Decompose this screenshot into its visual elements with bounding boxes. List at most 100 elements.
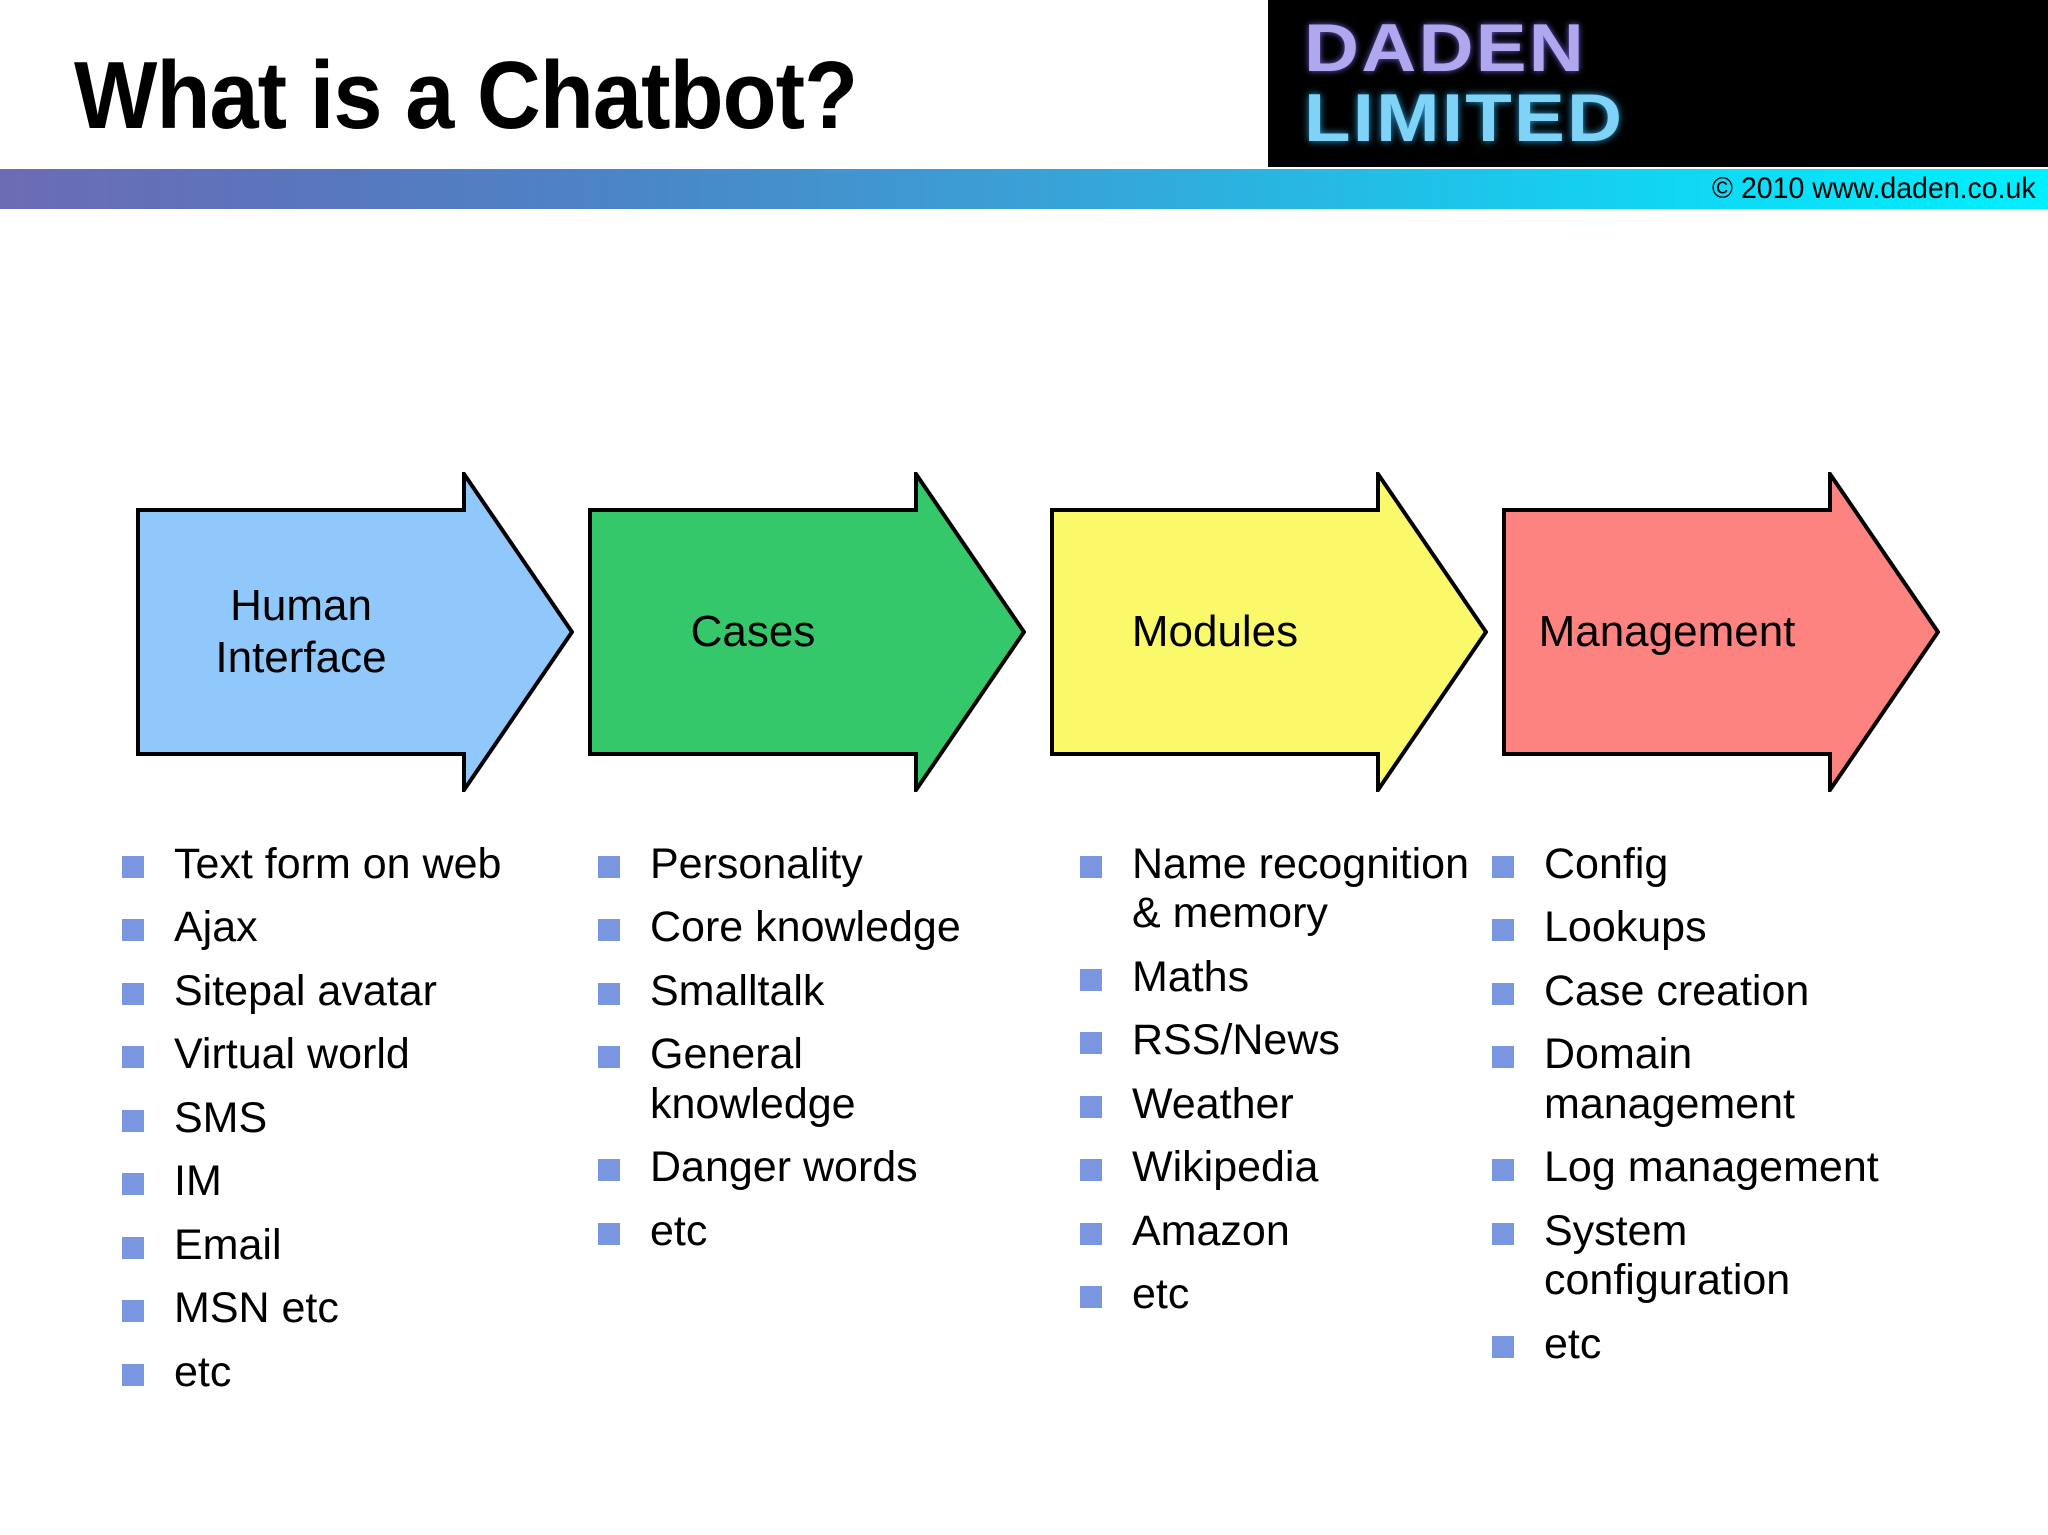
logo-text-daden: DADEN [1304, 10, 1587, 86]
list-item-label: SMS [174, 1093, 268, 1142]
list-item-label: Email [174, 1220, 282, 1269]
bullet-square-icon [1492, 1222, 1514, 1245]
list-item: General knowledge [598, 1030, 998, 1129]
bullet-square-icon [1080, 856, 1102, 878]
bullet-square-icon [598, 1159, 620, 1182]
list-item-label: Config [1544, 840, 1669, 888]
list-item-label: Domain management [1544, 1030, 1795, 1128]
list-item: Weather [1080, 1080, 1480, 1129]
bullet-square-icon [598, 982, 620, 1005]
bullet-square-icon [122, 1236, 144, 1259]
list-item-label: System configuration [1544, 1206, 1791, 1305]
list-item: Smalltalk [598, 967, 998, 1016]
bullet-square-icon [1080, 1222, 1102, 1245]
bullet-square-icon [598, 1222, 620, 1245]
bullet-square-icon [1492, 982, 1514, 1005]
bullet-square-icon [598, 919, 620, 942]
list-item-label: Personality [650, 840, 863, 888]
bullet-square-icon [1492, 919, 1514, 942]
list-item-label: Amazon [1132, 1206, 1290, 1255]
bullet-square-icon [1080, 1032, 1102, 1055]
list-item-label: Danger words [650, 1143, 918, 1192]
page-title: What is a Chatbot? [74, 42, 858, 149]
bullet-square-icon [122, 1046, 144, 1069]
list-item: etc [1080, 1270, 1480, 1319]
list-item: Ajax [122, 903, 542, 952]
accent-gradient-bar [0, 169, 2048, 209]
company-logo: DADEN LIMITED [1268, 0, 2048, 167]
list-item-label: etc [174, 1347, 232, 1396]
list-item-label: Core knowledge [650, 903, 961, 952]
list-item: Case creation [1492, 967, 1932, 1016]
list-item: Text form on web [122, 840, 542, 889]
bullet-square-icon [1492, 856, 1514, 878]
list-item-label: Case creation [1544, 966, 1810, 1015]
list-item-label: General knowledge [650, 1030, 856, 1128]
list-item: Danger words [598, 1143, 998, 1192]
bullet-square-icon [1080, 1095, 1102, 1118]
list-item-label: Wikipedia [1132, 1143, 1319, 1192]
list-item-label: Log management [1544, 1143, 1879, 1192]
list-item: Lookups [1492, 903, 1932, 952]
bullet-square-icon [122, 1300, 144, 1323]
process-arrow-cases: Cases [588, 472, 1026, 792]
bullet-square-icon [1492, 1046, 1514, 1069]
list-item: Maths [1080, 953, 1480, 1002]
bullet-square-icon [598, 856, 620, 878]
list-item: System configuration [1492, 1207, 1932, 1306]
list-item-label: etc [1132, 1270, 1190, 1319]
bullet-square-icon [122, 1173, 144, 1196]
list-item-label: Weather [1132, 1079, 1294, 1128]
list-item-label: Text form on web [174, 840, 502, 888]
list-item: MSN etc [122, 1284, 542, 1333]
list-item: Email [122, 1221, 542, 1270]
bullet-square-icon [1080, 1286, 1102, 1309]
list-item: Sitepal avatar [122, 967, 542, 1016]
process-arrow-management: Management [1502, 472, 1940, 792]
list-item-label: IM [174, 1157, 222, 1206]
bullet-square-icon [598, 1046, 620, 1069]
bullet-square-icon [122, 1109, 144, 1132]
list-item-label: Sitepal avatar [174, 966, 437, 1015]
bullet-square-icon [1492, 1159, 1514, 1182]
arrow-shape-icon [588, 472, 1026, 792]
list-item-label: Virtual world [174, 1030, 410, 1079]
list-item-label: MSN etc [174, 1284, 339, 1333]
list-item: Core knowledge [598, 903, 998, 952]
arrow-shape-icon [1502, 472, 1940, 792]
list-item-label: etc [1544, 1319, 1602, 1368]
process-arrow-row: Human Interface Cases Modules Management [0, 472, 2048, 792]
list-item-label: etc [650, 1206, 708, 1255]
list-item: Config [1492, 840, 1932, 889]
list-item: IM [122, 1157, 542, 1206]
list-item: etc [122, 1348, 542, 1397]
bullet-square-icon [122, 919, 144, 942]
bullet-square-icon [122, 982, 144, 1005]
list-item: etc [598, 1207, 998, 1256]
bullet-square-icon [122, 856, 144, 878]
copyright-notice: © 2010 www.daden.co.uk [1712, 172, 2036, 205]
list-item-label: Name recognition & memory [1132, 840, 1470, 938]
list-item: Wikipedia [1080, 1143, 1480, 1192]
list-item: Log management [1492, 1143, 1932, 1192]
process-arrow-human-interface: Human Interface [136, 472, 574, 792]
bullet-square-icon [1080, 968, 1102, 991]
list-item: RSS/News [1080, 1016, 1480, 1065]
list-item: Amazon [1080, 1207, 1480, 1256]
arrow-shape-icon [1050, 472, 1488, 792]
list-item: Personality [598, 840, 998, 889]
list-item: etc [1492, 1320, 1932, 1369]
list-item: Virtual world [122, 1030, 542, 1079]
list-item: Domain management [1492, 1030, 1932, 1129]
list-item-label: RSS/News [1132, 1016, 1340, 1065]
arrow-shape-icon [136, 472, 574, 792]
bullet-square-icon [1492, 1335, 1514, 1358]
list-item-label: Lookups [1544, 903, 1707, 952]
logo-text-limited: LIMITED [1304, 80, 1625, 156]
list-item-label: Ajax [174, 903, 258, 952]
